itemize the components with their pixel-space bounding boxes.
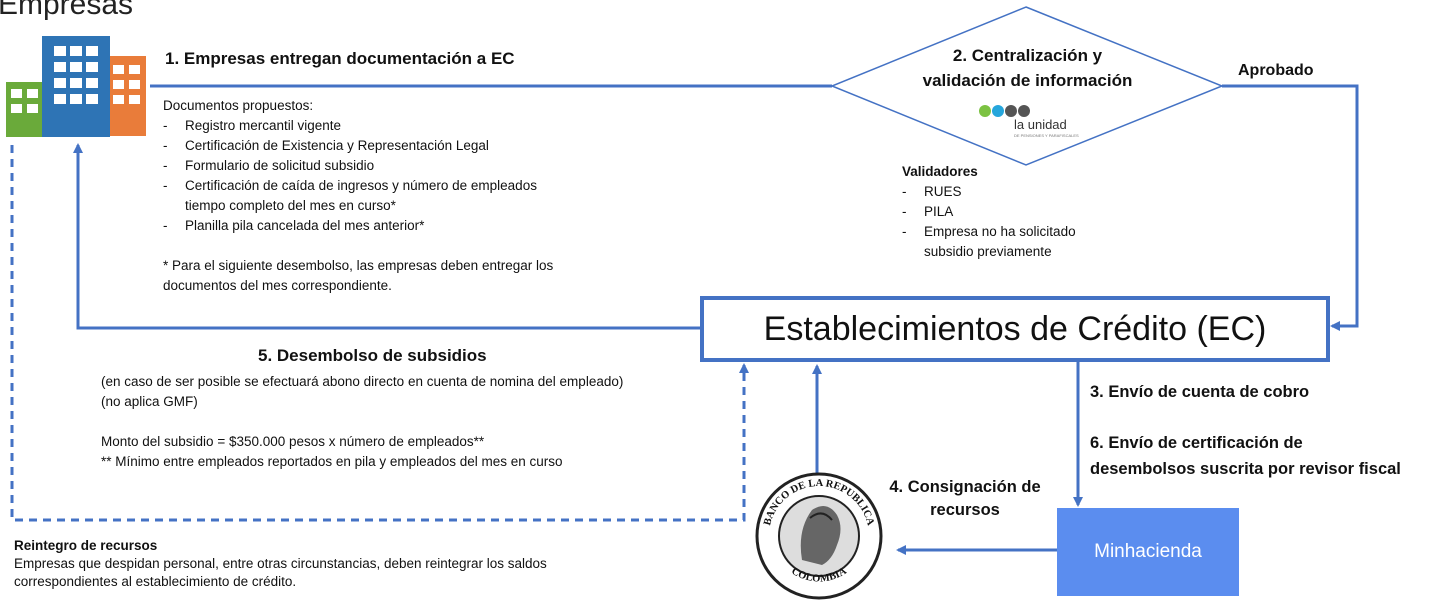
validation-diamond <box>830 6 1225 166</box>
reintegro-text: Empresas que despidan personal, entre ot… <box>14 556 547 589</box>
arrow-aprobado-to-ec <box>1222 84 1359 331</box>
step5-title: 5. Desembolso de subsidios <box>258 346 487 365</box>
minhacienda-box: Minhacienda <box>1057 508 1239 596</box>
step2-title-line1: 2. Centralización y <box>952 46 1103 65</box>
docs-footnote: * Para el siguiente desembolso, las empr… <box>163 258 554 293</box>
la-unidad-logo-text: la unidad <box>1014 117 1067 132</box>
step2-title: 2. Centralización y validación de inform… <box>900 46 1155 91</box>
arrow-reintegro-dashed <box>10 145 749 522</box>
step1-title: 1. Empresas entregan documentación a EC <box>165 49 515 68</box>
list-item: Planilla pila cancelada del mes anterior… <box>163 216 633 236</box>
reintegro-block: Reintegro de recursos Empresas que despi… <box>14 537 614 591</box>
list-item: RUES <box>902 182 1132 202</box>
arrow-ec-to-empresas <box>73 143 700 330</box>
list-item: Registro mercantil vigente <box>163 116 633 136</box>
step6-line2: desembolsos suscrita por revisor fiscal <box>1090 460 1401 478</box>
blue-building-icon <box>42 36 110 137</box>
reintegro-title: Reintegro de recursos <box>14 538 158 553</box>
list-item: Empresa no ha solicitado subsidio previa… <box>902 222 1094 262</box>
page-title: Empresas <box>0 0 134 21</box>
step5-details: (en caso de ser posible se efectuará abo… <box>101 372 721 472</box>
step3-label: 3. Envío de cuenta de cobro <box>1090 383 1310 401</box>
step4-line1: 4. Consignación de <box>889 478 1041 496</box>
ec-box-label: Establecimientos de Crédito (EC) <box>763 309 1267 348</box>
list-item: Formulario de solicitud subsidio <box>163 156 633 176</box>
list-item: Certificación de Existencia y Representa… <box>163 136 633 156</box>
approved-label: Aprobado <box>1238 62 1314 79</box>
validators-list: RUES PILA Empresa no ha solicitado subsi… <box>902 182 1132 262</box>
green-building-icon <box>6 82 44 137</box>
list-item: PILA <box>902 202 1132 222</box>
banco-republica-seal-icon: BANCO DE LA REPUBLICA COLOMBIA <box>755 472 883 600</box>
step6-label: 6. Envío de certificación de desembolsos… <box>1090 430 1401 482</box>
minhacienda-label: Minhacienda <box>1094 541 1202 562</box>
step1-docs: Documentos propuestos: Registro mercanti… <box>163 96 633 296</box>
validators-block: Validadores RUES PILA Empresa no ha soli… <box>902 162 1132 262</box>
list-item: Certificación de caída de ingresos y núm… <box>163 176 565 216</box>
step5-line1: (en caso de ser posible se efectuará abo… <box>101 374 624 389</box>
la-unidad-logo-icon <box>979 105 1030 117</box>
buildings-icon <box>6 36 146 137</box>
step4-line2: recursos <box>930 501 1000 519</box>
step5-line2: (no aplica GMF) <box>101 394 198 409</box>
docs-list: Registro mercantil vigente Certificación… <box>163 116 633 236</box>
ec-box: Establecimientos de Crédito (EC) <box>700 296 1330 362</box>
step4-label: 4. Consignación de recursos <box>870 476 1060 522</box>
docs-heading: Documentos propuestos: <box>163 98 314 113</box>
step2-title-line2: validación de información <box>922 71 1133 90</box>
step5-line4: ** Mínimo entre empleados reportados en … <box>101 454 563 469</box>
la-unidad-logo-subtext: DE PENSIONES Y PARAFISCALES <box>1014 133 1079 138</box>
step6-line1: 6. Envío de certificación de <box>1090 434 1303 452</box>
step5-line3: Monto del subsidio = $350.000 pesos x nú… <box>101 434 485 449</box>
orange-building-icon <box>108 56 146 136</box>
validators-heading: Validadores <box>902 164 978 179</box>
la-unidad-logo: la unidad DE PENSIONES Y PARAFISCALES <box>978 103 1083 141</box>
